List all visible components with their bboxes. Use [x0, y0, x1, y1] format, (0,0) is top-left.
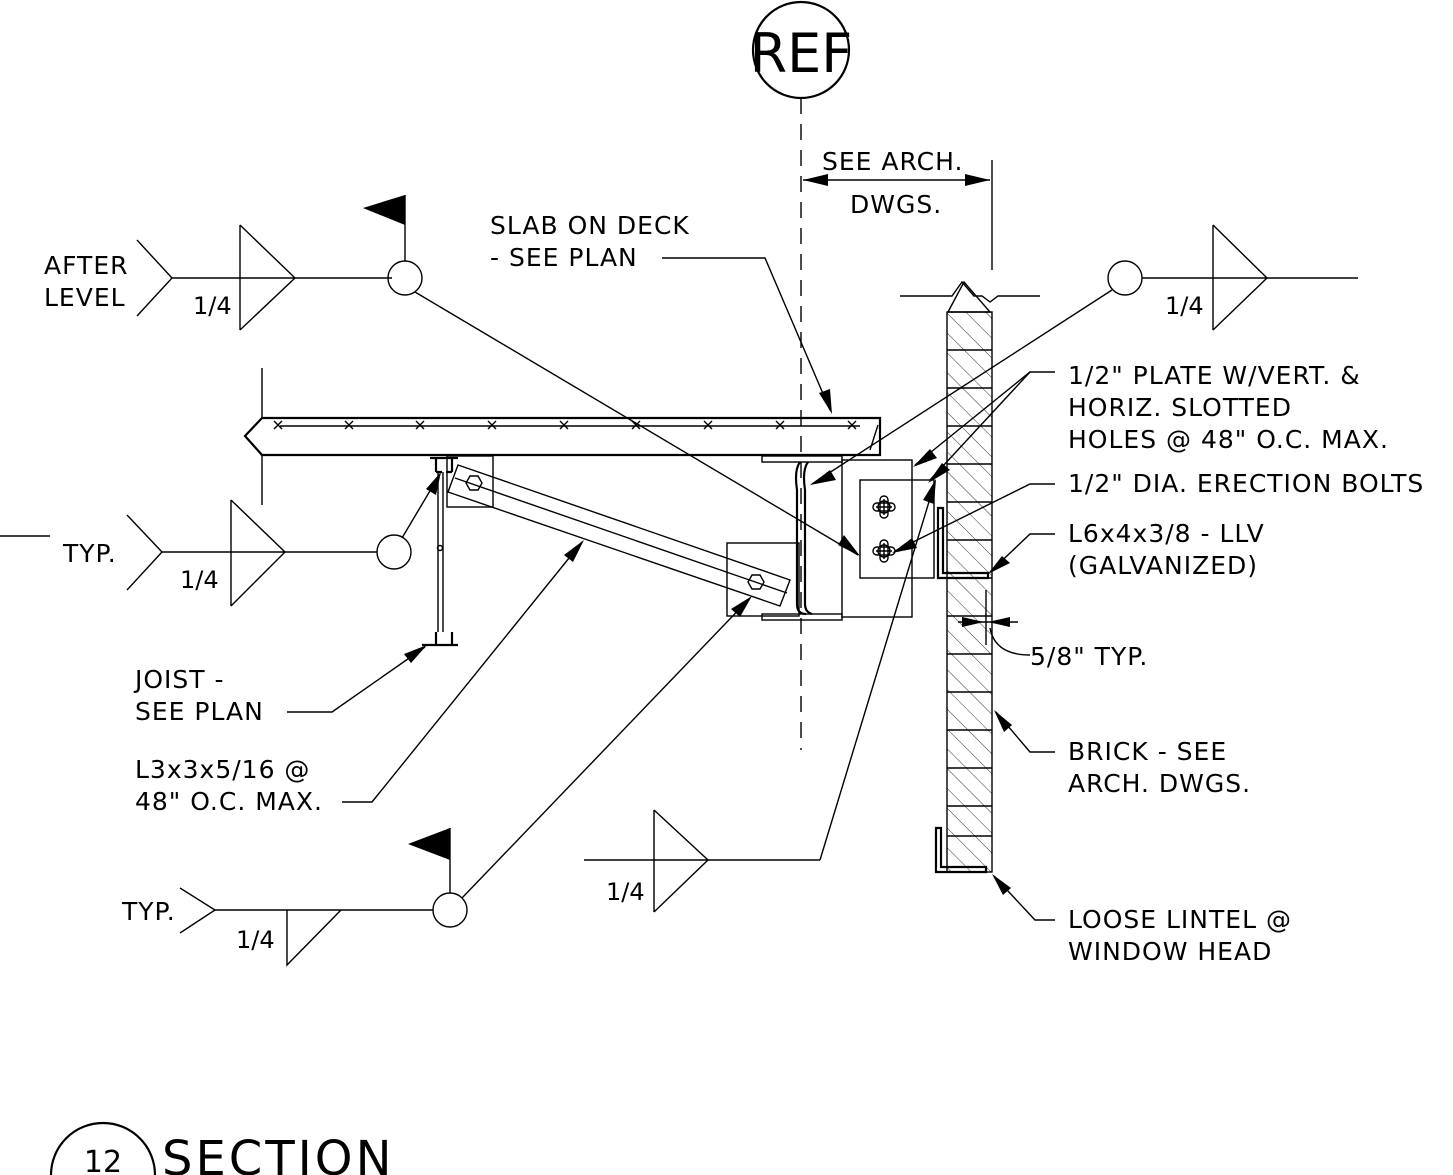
callout-brace: L3x3x5/16 @ 48" O.C. MAX. — [135, 540, 584, 816]
gap-dimension-label: 5/8" TYP. — [1030, 642, 1148, 671]
callout-plate-line3: HOLES @ 48" O.C. MAX. — [1068, 425, 1389, 454]
section-mark: 12 SECTION — [49, 1121, 394, 1175]
brace-angle — [447, 464, 791, 607]
weld-size-bottom-left: 1/4 — [236, 926, 275, 954]
weld-size-bottom-mid: 1/4 — [606, 878, 645, 906]
reference-bubble: REF — [750, 0, 853, 100]
callout-slab-line1: SLAB ON DECK — [490, 211, 690, 240]
callout-brick: BRICK - SEE ARCH. DWGS. — [994, 710, 1251, 798]
weld-symbol-bottom-left: TYP. 1/4 — [121, 596, 752, 967]
clip-plate-bottom — [726, 542, 800, 617]
slab-on-deck — [243, 368, 882, 505]
weld-note-typ-bottom: TYP. — [121, 897, 176, 926]
weld-symbol-mid-left: TYP. 1/4 — [0, 472, 441, 607]
reference-tag: REF — [750, 22, 853, 85]
weld-note-typ-mid: TYP. — [62, 539, 117, 568]
dimension-label-line1: SEE ARCH. — [822, 147, 963, 176]
brick-wall — [900, 280, 1040, 873]
weld-symbol-bottom-mid: 1/4 — [584, 479, 936, 913]
callout-joist-line2: SEE PLAN — [135, 697, 264, 726]
callout-lintel-line2: WINDOW HEAD — [1068, 937, 1272, 966]
callout-plate-line2: HORIZ. SLOTTED — [1068, 393, 1292, 422]
callout-brace-line1: L3x3x5/16 @ — [135, 755, 310, 784]
callout-plate-line1: 1/2" PLATE W/VERT. & — [1068, 361, 1361, 390]
callout-slab: SLAB ON DECK - SEE PLAN — [490, 211, 832, 414]
weld-size-top-left: 1/4 — [193, 292, 232, 320]
callout-angle-line1: L6x4x3/8 - LLV — [1068, 519, 1265, 548]
gap-dimension: 5/8" TYP. — [958, 590, 1148, 671]
weld-symbol-top-left: AFTER LEVEL 1/4 — [44, 195, 860, 556]
callout-angle: L6x4x3/8 - LLV (GALVANIZED) — [988, 519, 1265, 580]
erection-bolt-bottom — [872, 539, 896, 563]
section-title: SECTION — [162, 1131, 394, 1175]
erection-bolt-top — [872, 495, 896, 519]
slotted-plate — [859, 479, 935, 579]
clip-plate-top — [446, 455, 494, 508]
callout-bolts-label: 1/2" DIA. ERECTION BOLTS — [1068, 469, 1424, 498]
callout-joist-line1: JOIST - — [133, 665, 225, 694]
dimension-label-line2: DWGS. — [850, 190, 942, 219]
loose-lintel — [934, 826, 988, 874]
callout-angle-line2: (GALVANIZED) — [1068, 551, 1258, 580]
dimension-see-arch: SEE ARCH. DWGS. — [803, 147, 993, 270]
weld-symbol-top-right: 1/4 — [810, 224, 1358, 485]
weld-size-top-right: 1/4 — [1165, 292, 1204, 320]
weld-note-after: AFTER — [44, 251, 128, 280]
callout-plate: 1/2" PLATE W/VERT. & HORIZ. SLOTTED HOLE… — [913, 361, 1389, 483]
callout-joist: JOIST - SEE PLAN — [133, 645, 427, 726]
callout-slab-line2: - SEE PLAN — [490, 243, 638, 272]
joist-section — [422, 456, 458, 647]
callout-brick-line2: ARCH. DWGS. — [1068, 769, 1251, 798]
callout-lintel: LOOSE LINTEL @ WINDOW HEAD — [992, 874, 1292, 966]
weld-size-mid-left: 1/4 — [180, 566, 219, 594]
callout-brace-line2: 48" O.C. MAX. — [135, 787, 323, 816]
callout-lintel-line1: LOOSE LINTEL @ — [1068, 905, 1292, 934]
weld-note-level: LEVEL — [44, 283, 126, 312]
section-number: 12 — [84, 1145, 122, 1175]
callout-bolts: 1/2" DIA. ERECTION BOLTS — [892, 469, 1424, 553]
callout-brick-line1: BRICK - SEE — [1068, 737, 1227, 766]
